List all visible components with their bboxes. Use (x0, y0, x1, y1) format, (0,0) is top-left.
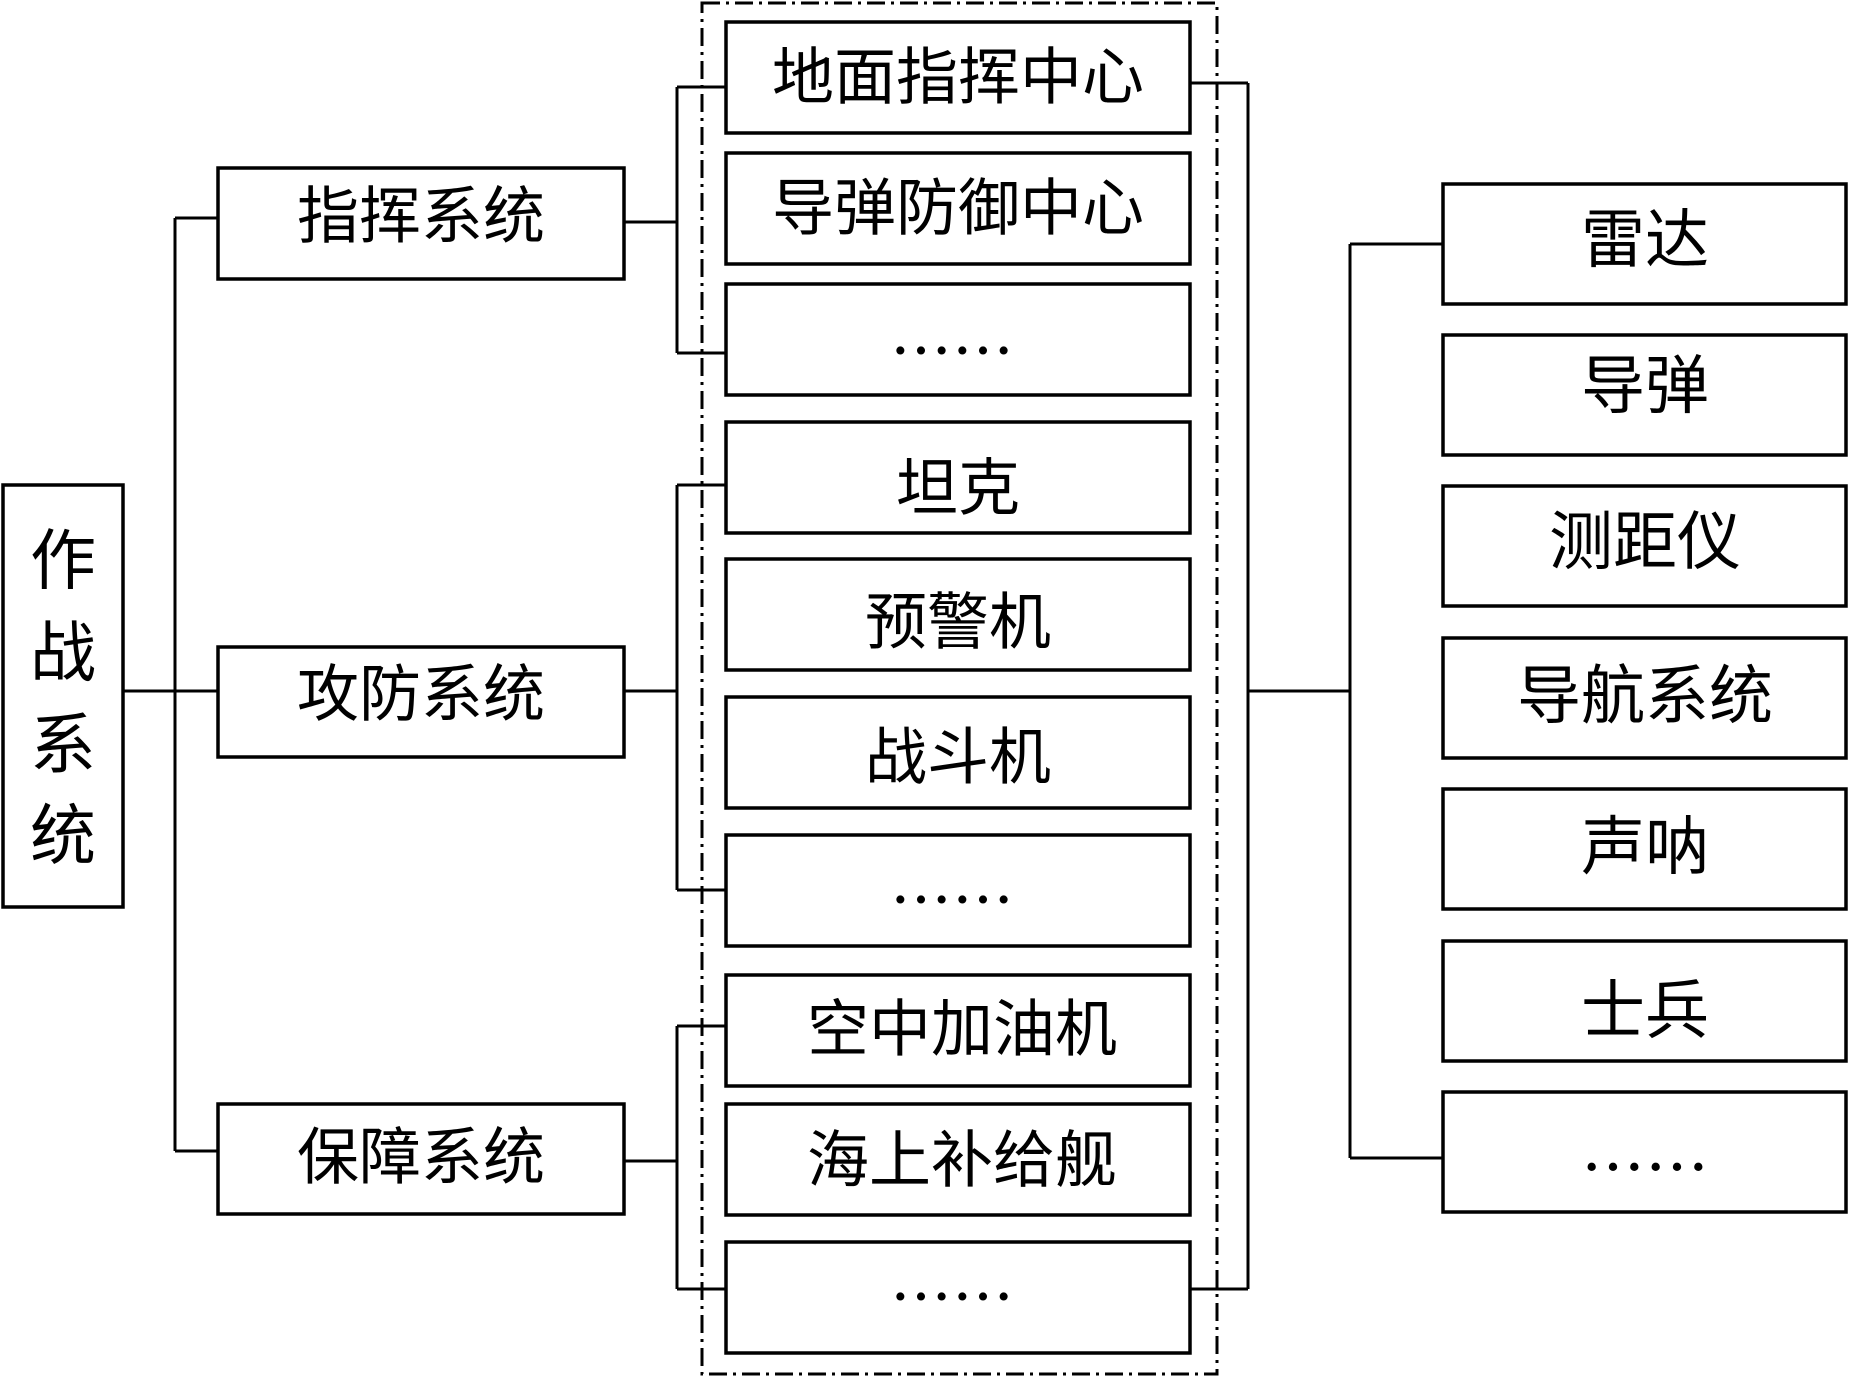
component-radar-label: 雷达 (1581, 204, 1709, 278)
component-rangefinder: 测距仪 (1441, 484, 1848, 608)
component-sonar: 声呐 (1441, 787, 1848, 911)
root-label-char-4: 统 (30, 798, 96, 875)
subsystem-command-label: 指挥系统 (297, 180, 545, 253)
entity-ground-command-center: 地面指挥中心 (724, 20, 1192, 135)
entity-tank-label: 坦克 (896, 452, 1020, 525)
root-label-char-3: 系 (30, 707, 96, 784)
entity-supply-ship: 海上补给舰 (724, 1102, 1192, 1217)
component-radar: 雷达 (1441, 182, 1848, 306)
entity-ground-command-center-label: 地面指挥中心 (772, 41, 1144, 114)
entity-early-warning-aircraft-label: 预警机 (865, 586, 1051, 659)
entity-fighter-jet-label: 战斗机 (865, 721, 1051, 794)
entity-supply-ship-label: 海上补给舰 (807, 1124, 1117, 1197)
root-label-char-2: 战 (30, 615, 96, 692)
subsystem-support-label: 保障系统 (297, 1121, 545, 1194)
entity-command-more: …… (724, 282, 1192, 397)
entity-aerial-tanker-label: 空中加油机 (807, 993, 1117, 1066)
attack-defense-bracket (624, 483, 726, 892)
components-bracket (1190, 81, 1443, 1291)
root-connectors (123, 216, 218, 1153)
entity-tank: 坦克 (724, 420, 1192, 535)
component-navigation-system: 导航系统 (1441, 636, 1848, 760)
entity-attack-defense-more: …… (724, 833, 1192, 948)
entity-missile-defense-center: 导弹防御中心 (724, 151, 1192, 266)
entity-fighter-jet: 战斗机 (724, 695, 1192, 810)
subsystem-support: 保障系统 (216, 1102, 626, 1216)
entity-attack-defense-more-label: …… (890, 845, 1014, 918)
component-sonar-label: 声呐 (1581, 811, 1709, 885)
entity-early-warning-aircraft: 预警机 (724, 557, 1192, 672)
root-node: 作 战 系 统 (1, 483, 125, 909)
entity-command-more-label: …… (890, 296, 1014, 369)
entity-missile-defense-center-label: 导弹防御中心 (772, 172, 1144, 245)
subsystem-command: 指挥系统 (216, 166, 626, 281)
component-soldier-label: 士兵 (1581, 975, 1709, 1049)
component-soldier: 士兵 (1441, 939, 1848, 1063)
subsystem-attack-defense: 攻防系统 (216, 645, 626, 759)
entity-support-more-label: …… (890, 1242, 1014, 1315)
component-navigation-system-label: 导航系统 (1517, 660, 1773, 734)
entity-aerial-tanker: 空中加油机 (724, 973, 1192, 1088)
entity-group-outline (700, 1, 1219, 1376)
component-missile: 导弹 (1441, 333, 1848, 457)
component-missile-label: 导弹 (1581, 350, 1709, 424)
command-bracket (624, 85, 726, 355)
subsystem-attack-defense-label: 攻防系统 (297, 658, 545, 731)
component-more-label: …… (1581, 1112, 1709, 1186)
component-rangefinder-label: 测距仪 (1549, 506, 1741, 580)
root-label-char-1: 作 (30, 523, 96, 600)
support-bracket (624, 1024, 726, 1291)
entity-support-more: …… (724, 1240, 1192, 1355)
component-more: …… (1441, 1090, 1848, 1214)
